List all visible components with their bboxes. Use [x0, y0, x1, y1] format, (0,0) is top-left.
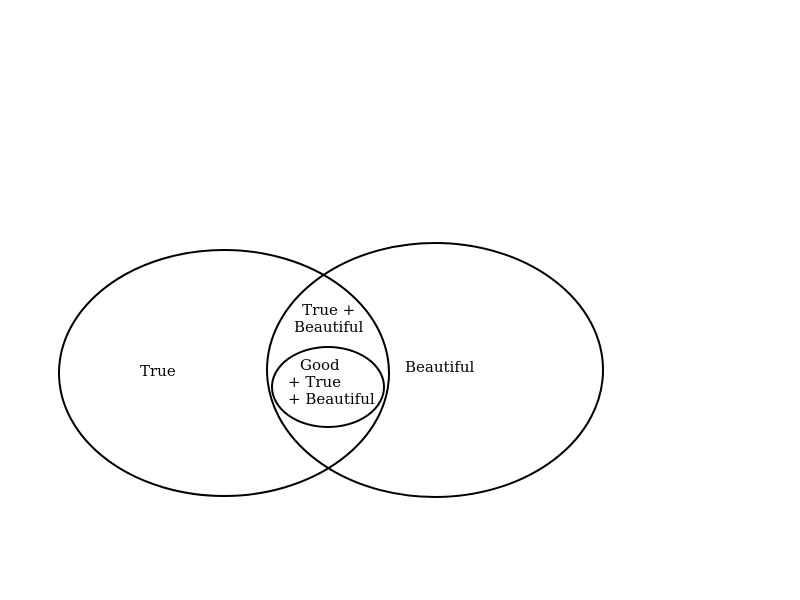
good-region-line-1: Good: [300, 356, 340, 374]
good-set-ellipse: [271, 346, 385, 428]
good-region-line-2: + True: [288, 373, 342, 391]
true-beautiful-line-2: Beautiful: [294, 318, 364, 336]
true-beautiful-line-1: True +: [302, 301, 356, 319]
beautiful-set-ellipse: [266, 242, 604, 498]
good-true-beautiful-region-label: Good + True + Beautiful: [288, 357, 375, 408]
true-set-ellipse: [58, 249, 390, 497]
beautiful-set-label: Beautiful: [405, 358, 475, 376]
true-set-label: True: [140, 362, 176, 380]
true-beautiful-region-label: True + Beautiful: [294, 302, 363, 336]
good-region-line-3: + Beautiful: [288, 390, 375, 408]
